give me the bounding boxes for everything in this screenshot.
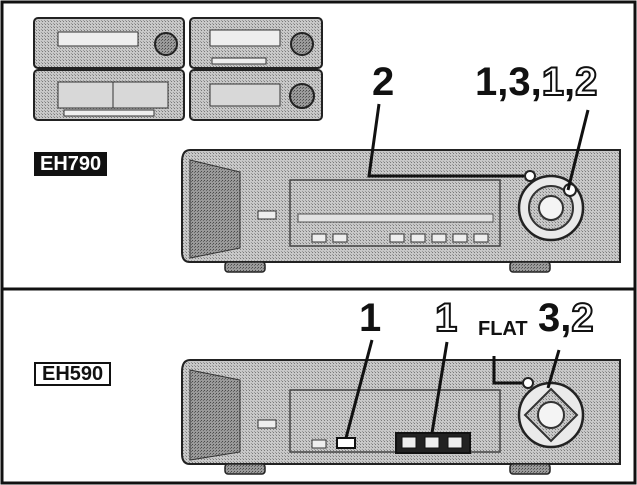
eh790-callout-comma: , xyxy=(563,60,576,104)
eh590-callout-steps: 3,2 xyxy=(538,295,595,341)
eh790-callout-outline-1: 1 xyxy=(541,59,565,105)
eh590-callout-outline-2: 2 xyxy=(570,295,594,341)
eh590-leader-1 xyxy=(344,339,374,439)
eh590-callout-prefix: 3, xyxy=(538,296,572,340)
eh790-callout-2: 2 xyxy=(372,60,395,104)
system-thumbnail xyxy=(33,17,323,121)
eh790-callout-steps: 1,3,1,2 xyxy=(475,59,598,105)
eh590-leader-3-2 xyxy=(546,349,561,389)
eh590-button-row xyxy=(311,432,471,454)
eh590-flat-button xyxy=(522,377,534,389)
eh790-small-button xyxy=(524,170,536,182)
eh590-model-label: EH590 xyxy=(34,362,112,386)
eh790-callout-outline-2: 2 xyxy=(574,59,598,105)
eh790-button-row xyxy=(311,233,489,243)
eh590-device xyxy=(181,359,621,475)
eh590-callout-outline-1: 1 xyxy=(434,295,458,341)
eh790-callout-prefix: 1,3, xyxy=(475,60,542,104)
eh790-model-label: EH790 xyxy=(34,152,108,176)
eh590-callout-1: 1 xyxy=(359,296,382,340)
eh790-leader-right xyxy=(566,109,590,191)
eh790-leader-2 xyxy=(367,103,524,178)
eh590-leader-flat xyxy=(492,356,522,385)
eh790-device xyxy=(181,149,621,273)
eh590-leader-outline-1 xyxy=(430,341,449,434)
eh590-flat-label: FLAT xyxy=(478,318,528,340)
